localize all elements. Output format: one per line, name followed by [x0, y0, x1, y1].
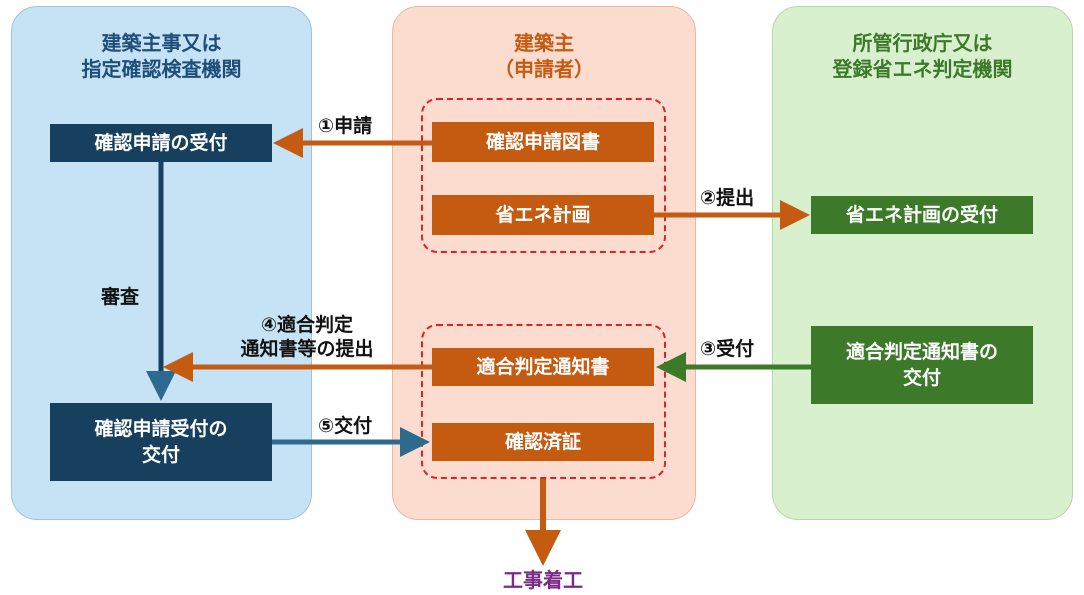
certificate-box: 確認済証	[432, 423, 654, 461]
label-review: 審査	[101, 286, 140, 308]
left-panel-title: 建築主事又は 指定確認検査機関	[81, 31, 242, 81]
label-notice-submit: ④適合判定 通知書等の提出	[240, 314, 374, 360]
right-panel	[772, 6, 1073, 520]
label-application: ①申請	[318, 115, 373, 137]
construction-start-label: 工事着工	[503, 568, 583, 592]
right-panel-title: 所管行政庁又は 登録省エネ判定機関	[832, 31, 1013, 81]
label-accept: ③受付	[700, 338, 755, 360]
application-group	[421, 98, 666, 253]
application-documents-box: 確認申請図書	[432, 122, 654, 162]
label-submit: ②提出	[700, 187, 755, 209]
application-receipt-box: 確認申請の受付	[50, 124, 272, 162]
center-panel-title: 建築主 （申請者）	[494, 31, 594, 81]
conformity-notice-box: 適合判定通知書	[432, 348, 654, 386]
energy-plan-box: 省エネ計画	[432, 195, 654, 235]
notice-issue-box: 適合判定通知書の 交付	[811, 326, 1033, 404]
plan-receipt-box: 省エネ計画の受付	[811, 196, 1033, 234]
result-group	[421, 324, 666, 479]
label-issue: ⑤交付	[318, 415, 373, 437]
receipt-issue-box: 確認申請受付の 交付	[50, 403, 272, 481]
